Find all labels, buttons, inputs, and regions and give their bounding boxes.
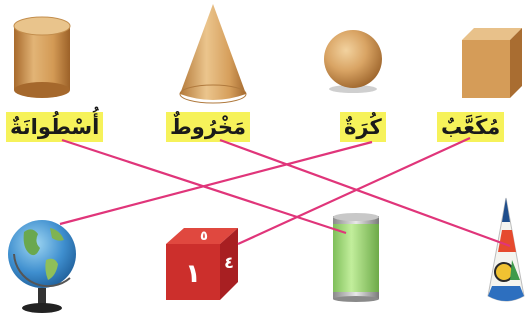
wooden-cube[interactable] xyxy=(458,24,524,100)
dice-side-digit: ٤ xyxy=(224,253,234,272)
green-can[interactable] xyxy=(330,212,382,304)
globe[interactable] xyxy=(4,210,80,316)
match-line-cylinder-can xyxy=(62,140,346,233)
label-cylinder: أُسْطُوانَةٌ xyxy=(6,112,103,142)
dice-top-digit: ٥ xyxy=(200,229,208,244)
party-hat[interactable] xyxy=(484,196,528,308)
dice[interactable]: ١ ٤ ٥ xyxy=(162,224,242,304)
label-cone: مَخْرُوطٌ xyxy=(166,112,250,142)
wooden-cone[interactable] xyxy=(174,2,252,106)
wooden-sphere[interactable] xyxy=(322,28,384,94)
wooden-cylinder[interactable] xyxy=(10,14,74,100)
label-sphere: كُرَةٌ xyxy=(340,112,386,142)
dice-front-digit: ١ xyxy=(185,259,201,289)
match-line-sphere-globe xyxy=(60,142,372,224)
label-cube: مُكَعَّبٌ xyxy=(437,112,504,142)
